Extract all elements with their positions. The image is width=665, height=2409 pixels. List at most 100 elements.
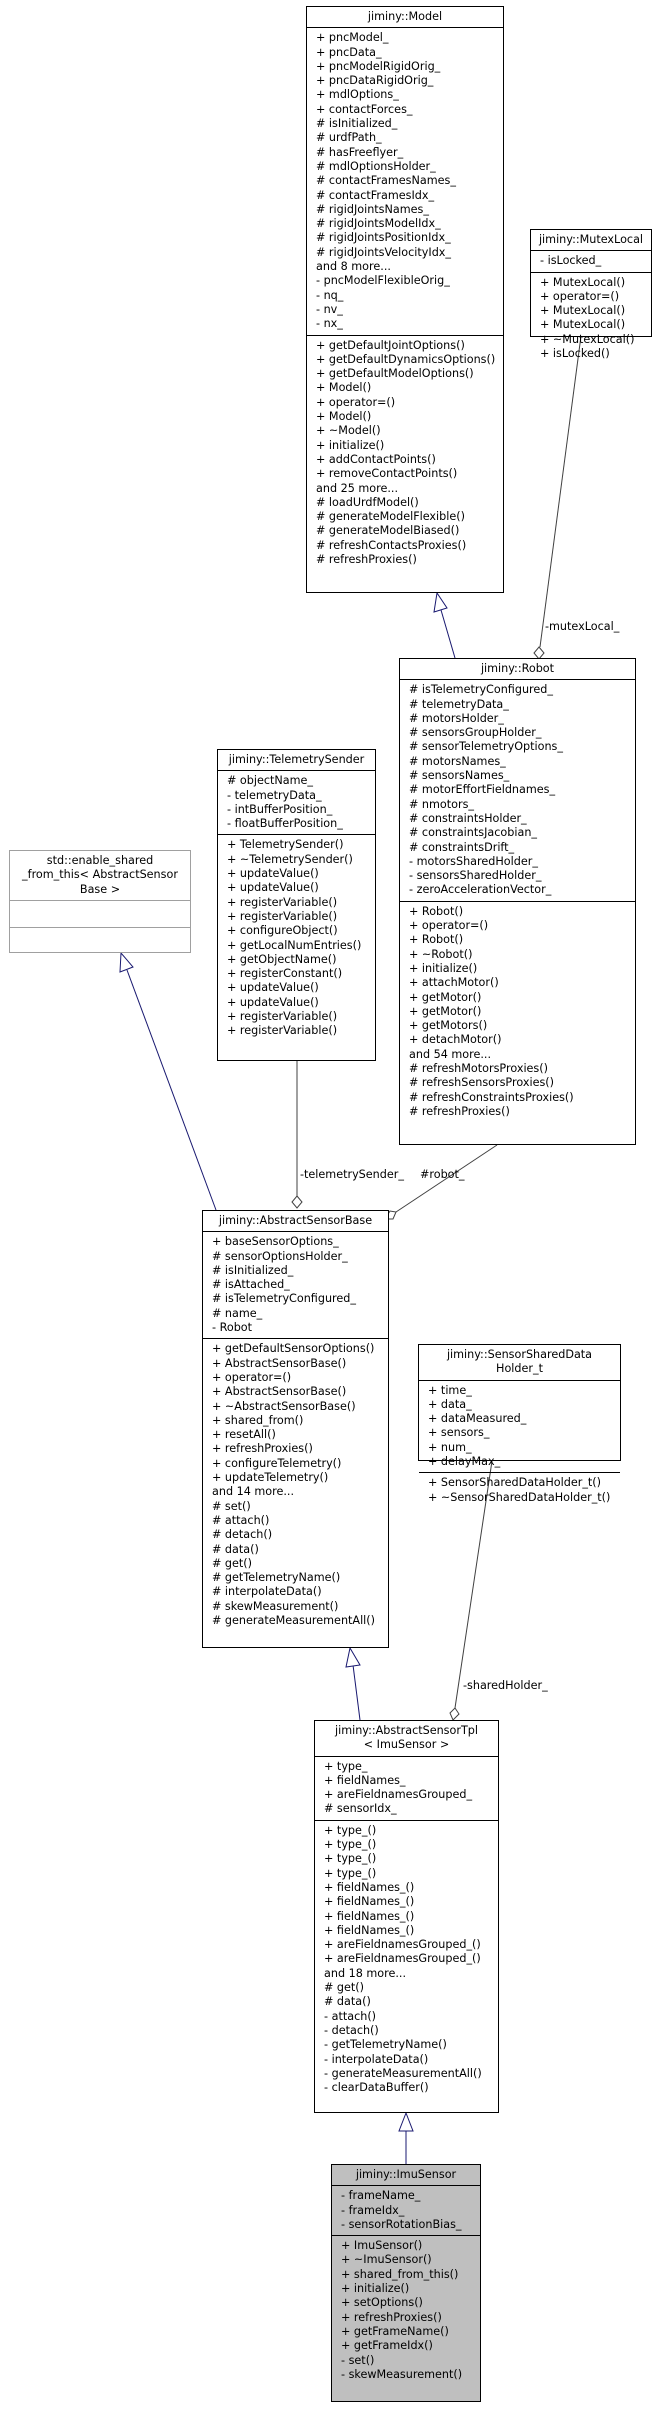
class-attribute: # motorEffortFieldnames_ <box>409 783 556 797</box>
class-method: + registerVariable() <box>227 895 338 909</box>
class-method: + getObjectName() <box>227 952 337 966</box>
class-method: # refreshProxies() <box>316 552 417 566</box>
class-attribute: # isTelemetryConfigured_ <box>409 683 553 697</box>
class-attribute: + mdlOptions_ <box>316 88 399 102</box>
class-imu-sensor[interactable]: jiminy::ImuSensor- frameName_- frameIdx_… <box>331 2164 481 2402</box>
class-title: jiminy::Robot <box>400 659 635 681</box>
class-attribute: # objectName_ <box>227 774 314 788</box>
class-attribute: + fieldNames_ <box>324 1773 406 1787</box>
class-attribute: # rigidJointsNames_ <box>316 202 429 216</box>
class-title: jiminy::MutexLocal <box>531 230 651 252</box>
class-attribute: # telemetryData_ <box>409 697 509 711</box>
class-method: # skewMeasurement() <box>212 1599 339 1613</box>
class-model[interactable]: jiminy::Model+ pncModel_+ pncData_+ pncM… <box>306 6 504 593</box>
methods-section: + Robot()+ operator=()+ Robot()+ ~Robot(… <box>400 902 635 1122</box>
class-attribute: # contactFramesNames_ <box>316 174 456 188</box>
methods-section: + getDefaultJointOptions()+ getDefaultDy… <box>307 336 503 571</box>
class-method: + fieldNames_() <box>324 1880 415 1894</box>
class-attribute: # rigidJointsVelocityIdx_ <box>316 245 452 259</box>
class-attribute: # isAttached_ <box>212 1278 290 1292</box>
class-method: + ~ImuSensor() <box>341 2253 432 2267</box>
edge-label-telemetry: -telemetrySender_ <box>300 1168 404 1181</box>
class-attribute: # rigidJointsPositionIdx_ <box>316 231 451 245</box>
class-attribute: + pncDataRigidOrig_ <box>316 74 434 88</box>
class-attribute: # hasFreeflyer_ <box>316 145 404 159</box>
class-method: + addContactPoints() <box>316 452 436 466</box>
class-attribute: # sensorsGroupHolder_ <box>409 726 542 740</box>
class-method: + removeContactPoints() <box>316 467 458 481</box>
class-mutex-local[interactable]: jiminy::MutexLocal- isLocked_+ MutexLoca… <box>530 229 652 360</box>
class-abstract-sensor-tpl[interactable]: jiminy::AbstractSensorTpl < ImuSensor >+… <box>314 1720 499 2113</box>
class-attribute: - sensorRotationBias_ <box>341 2217 462 2231</box>
class-telemetry-sender[interactable]: jiminy::TelemetrySender# objectName_- te… <box>217 749 376 1061</box>
class-method: + initialize() <box>341 2282 410 2296</box>
class-enable-shared-from-this[interactable]: std::enable_shared _from_this< AbstractS… <box>9 850 191 953</box>
class-method: + getDefaultModelOptions() <box>316 367 474 381</box>
edge-robot-inherits-model <box>440 609 456 659</box>
class-method: # get() <box>212 1556 253 1570</box>
class-attribute: # isInitialized_ <box>316 117 398 131</box>
edge-label-mutex: -mutexLocal_ <box>545 620 620 633</box>
class-method: + type_() <box>324 1823 377 1837</box>
attributes-section: # isTelemetryConfigured_# telemetryData_… <box>400 680 635 902</box>
class-method: # detach() <box>212 1528 273 1542</box>
class-attribute: + time_ <box>428 1383 472 1397</box>
class-attribute: # name_ <box>212 1306 263 1320</box>
class-method: + Model() <box>316 410 372 424</box>
class-method: + initialize() <box>409 961 478 975</box>
class-method: + ~Model() <box>316 424 381 438</box>
class-method: + fieldNames_() <box>324 1895 415 1909</box>
class-method: + attachMotor() <box>409 976 499 990</box>
class-method: # data() <box>324 1995 371 2009</box>
class-attribute: + num_ <box>428 1440 472 1454</box>
class-method: # generateModelBiased() <box>316 524 460 538</box>
class-method: + TelemetrySender() <box>227 838 344 852</box>
class-method: + fieldNames_() <box>324 1909 415 1923</box>
class-method: + ~AbstractSensorBase() <box>212 1399 356 1413</box>
edge-label-robot: #robot_ <box>420 1168 465 1181</box>
class-method: + ~SensorSharedDataHolder_t() <box>428 1490 611 1504</box>
class-method: + MutexLocal() <box>540 318 626 332</box>
class-method: + AbstractSensorBase() <box>212 1356 347 1370</box>
class-method: + updateValue() <box>227 981 319 995</box>
class-abstract-sensor-base[interactable]: jiminy::AbstractSensorBase+ baseSensorOp… <box>202 1210 389 1648</box>
class-method: - set() <box>341 2353 375 2367</box>
edge-label-shared-holder: -sharedHolder_ <box>463 1679 548 1692</box>
class-method: - attach() <box>324 2009 377 2023</box>
class-method: - getTelemetryName() <box>324 2038 447 2052</box>
class-attribute: + dataMeasured_ <box>428 1412 527 1426</box>
class-attribute: + pncModel_ <box>316 31 389 45</box>
class-attribute: # sensorIdx_ <box>324 1802 397 1816</box>
class-method: # get() <box>324 1981 365 1995</box>
class-attribute: - sensorsSharedHolder_ <box>409 869 542 883</box>
class-title: std::enable_shared _from_this< AbstractS… <box>10 851 190 901</box>
class-attribute: + sensors_ <box>428 1426 490 1440</box>
class-attribute: - isLocked_ <box>540 254 602 268</box>
class-method: # refreshProxies() <box>409 1104 510 1118</box>
class-method: + registerVariable() <box>227 909 338 923</box>
class-attribute: + pncData_ <box>316 45 382 59</box>
class-attribute: - nq_ <box>316 288 344 302</box>
class-method: + registerVariable() <box>227 1024 338 1038</box>
class-method: + resetAll() <box>212 1428 276 1442</box>
class-attribute: - Robot <box>212 1321 253 1335</box>
class-attribute: # isTelemetryConfigured_ <box>212 1292 356 1306</box>
class-method: + updateTelemetry() <box>212 1471 329 1485</box>
class-method: + getDefaultSensorOptions() <box>212 1342 375 1356</box>
class-method: + operator=() <box>316 395 396 409</box>
class-method: + updateValue() <box>227 995 319 1009</box>
class-robot[interactable]: jiminy::Robot# isTelemetryConfigured_# t… <box>399 658 636 1145</box>
class-method: # refreshConstraintsProxies() <box>409 1090 574 1104</box>
class-method: + areFieldnamesGrouped_() <box>324 1952 481 1966</box>
inheritance-arrowhead <box>345 1646 361 1668</box>
class-method: + MutexLocal() <box>540 304 626 318</box>
class-attribute: + delayMax_ <box>428 1455 501 1469</box>
class-method: # getTelemetryName() <box>212 1571 341 1585</box>
class-method: - detach() <box>324 2023 379 2037</box>
class-attribute: # constraintsHolder_ <box>409 811 527 825</box>
class-sensor-shared-data-holder[interactable]: jiminy::SensorSharedData Holder_t+ time_… <box>418 1344 621 1504</box>
attributes-section: + baseSensorOptions_# sensorOptionsHolde… <box>203 1232 388 1340</box>
class-method: + operator=() <box>409 919 489 933</box>
class-method: # set() <box>212 1499 251 1513</box>
class-method: + operator=() <box>212 1370 292 1384</box>
